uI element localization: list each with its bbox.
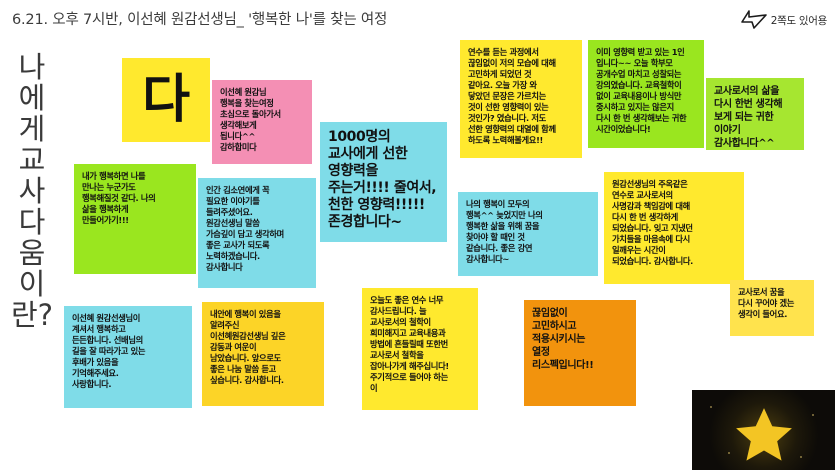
corner-annotation: 2쪽도 있어용 <box>739 8 827 32</box>
page-title: 6.21. 오후 7시반, 이선혜 원감선생님_ '행복한 나'를 찾는 여정 <box>12 12 388 28</box>
video-thumbnail[interactable] <box>692 390 835 470</box>
sticky-note-happiness-within[interactable]: 내안에 행복이 있음을 알려주신 이선혜원감선생님 깊은 감동과 여운이 남았습… <box>202 302 324 406</box>
sticky-note-1000-teachers[interactable]: 1000명의 교사에게 선한 영향력을 주는거!!!! 줄여서, 천한 영향력!… <box>320 122 447 242</box>
sticky-note-dream-again[interactable]: 교사로서 꿈을 다시 꾸어야 겠는 생각이 들어요. <box>730 280 814 336</box>
sticky-note-teacher-life[interactable]: 교사로서의 삶을 다시 한번 생각해 보게 되는 귀한 이야기 감사합니다^^ <box>706 78 804 150</box>
star-icon <box>735 407 792 461</box>
corner-annotation-label: 2쪽도 있어용 <box>770 14 828 27</box>
sticky-note-happiness-of-all[interactable]: 나의 행복이 모두의 행복^^ 늦었지만 나의 행복한 삶을 위해 꿈을 찾아야… <box>458 192 598 276</box>
sticky-note-already-influenced[interactable]: 이미 영향력 받고 있는 1인 입니다~~ 오늘 학부모 공개수업 마치고 성찰… <box>588 40 704 148</box>
sticky-note-respect[interactable]: 끊임없이 고민하시고 적용시키시는 열정 리스펙입니다!! <box>524 300 636 406</box>
sticky-note-da[interactable]: 다 <box>122 58 210 142</box>
sticky-note-kim-soyeon[interactable]: 인간 김소연에게 꼭 필요한 이야기를 들려주셨어요. 원감선생님 말씀 가슴깊… <box>198 178 316 288</box>
sticky-note-training-process[interactable]: 연수를 듣는 과정에서 끊임없이 저의 모습에 대해 고민하게 되었던 것 같아… <box>460 40 582 158</box>
arrow-up-right-icon <box>740 10 767 29</box>
sticky-note-pink-top[interactable]: 이선혜 원감님 행복을 찾는여정 초심으로 돌아가서 생각해보게 됩니다^^ 감… <box>212 80 312 164</box>
sticky-note-today-training[interactable]: 오늘도 좋은 연수 너무 감사드립니다. 늘 교사로서의 철학이 희미해지고 교… <box>362 288 478 410</box>
sticky-note-thanks-principal[interactable]: 이선혜 원감선생님이 계셔서 행복하고 든든합니다. 선배님의 길을 잘 따라가… <box>64 306 192 408</box>
vertical-section-title: 나에게 교사다움이란? <box>10 50 54 333</box>
sticky-note-my-happiness[interactable]: 내가 행복하면 나를 만나는 누군가도 행복해질것 같다. 나의 삶을 행복하게… <box>74 164 196 274</box>
sticky-note-precious-training[interactable]: 원감선생님의 주옥같은 연수로 교사로서의 사명감과 책임감에 대해 다시 한 … <box>604 172 744 284</box>
